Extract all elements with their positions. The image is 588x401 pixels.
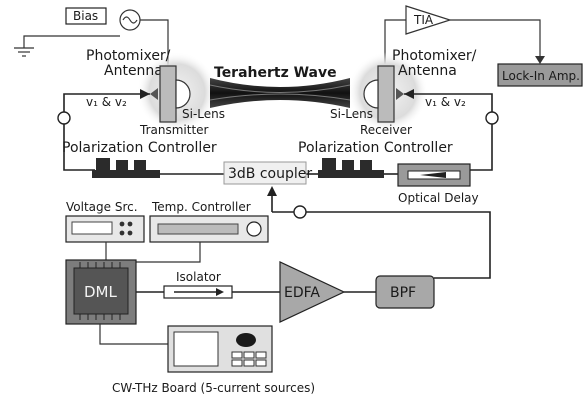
lockin-amp-box [497, 63, 583, 87]
fiber-loop-left [57, 111, 71, 125]
voltage-src-label: Voltage Src. [66, 200, 138, 214]
bpf-label: BPF [390, 285, 416, 301]
cw-thz-board [167, 325, 273, 373]
transmitter-label: Transmitter [139, 123, 209, 137]
cw-board-label: CW-THz Board (5-current sources) [112, 381, 315, 395]
optical-delay-label: Optical Delay [398, 191, 479, 205]
dml-label: DML [84, 283, 117, 301]
transmitter-photomixer-icon [150, 65, 191, 123]
ac-source-icon [119, 9, 141, 31]
pol-ctrl-left-icon [92, 158, 160, 178]
receiver-photomixer-icon [363, 65, 404, 123]
tia-amplifier-icon [405, 5, 452, 35]
lockin-amp-label: Lock-In Amp. [502, 69, 580, 83]
terahertz-beam [209, 78, 351, 108]
coupler-label: 3dB coupler [228, 166, 312, 182]
bias-label: Bias [73, 9, 98, 23]
photomixer-rx-label-1: Photomixer/ [392, 48, 477, 64]
v1v2-right-label: v₁ & v₂ [425, 95, 466, 109]
fiber-loop-right [485, 111, 499, 125]
edfa-label: EDFA [284, 285, 320, 301]
isolator-label: Isolator [176, 270, 221, 284]
dml-module [65, 259, 137, 325]
photomixer-tx-label-1: Photomixer/ [86, 48, 171, 64]
pol-ctrl-right-icon [318, 158, 384, 178]
pol-ctrl-right-label: Polarization Controller [298, 140, 453, 156]
photomixer-tx-label-2: Antenna [104, 63, 163, 79]
v1v2-left-label: v₁ & v₂ [86, 95, 127, 109]
edfa-amplifier-icon [279, 261, 346, 323]
pol-ctrl-left-label: Polarization Controller [62, 140, 217, 156]
bpf-box [375, 275, 435, 309]
si-lens-tx-label: Si-Lens [182, 107, 225, 121]
si-lens-rx-label: Si-Lens [330, 107, 373, 121]
temp-ctrl-label: Temp. Controller [151, 200, 251, 214]
photomixer-rx-label-2: Antenna [398, 63, 457, 79]
isolator-icon [163, 285, 233, 299]
terahertz-wave-label: Terahertz Wave [214, 65, 337, 81]
tia-label: TIA [413, 13, 434, 27]
coupler-box [223, 161, 307, 185]
ground-icon [14, 47, 34, 57]
temp-controller-instrument [149, 215, 269, 243]
voltage-source-instrument [65, 215, 145, 243]
bias-box [65, 7, 107, 25]
fiber-loop-bottom [293, 205, 307, 219]
receiver-label: Receiver [360, 123, 412, 137]
